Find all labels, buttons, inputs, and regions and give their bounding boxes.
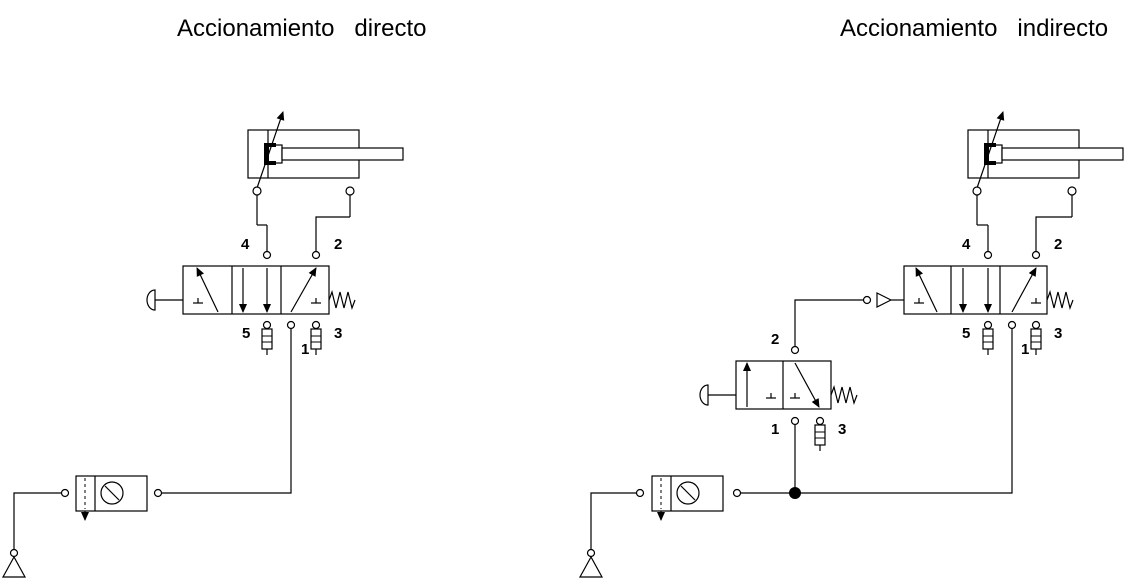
silencer-icon <box>310 328 322 355</box>
double-acting-cylinder-icon <box>967 111 1124 196</box>
pilot-port-label-2: 2 <box>771 331 779 348</box>
double-acting-cylinder-icon <box>247 111 404 196</box>
pressure-source-icon <box>578 548 604 578</box>
port-label-1: 1 <box>1021 341 1029 358</box>
pushbutton-icon <box>699 384 736 406</box>
silencer-icon <box>982 328 994 355</box>
port-label-2: 2 <box>1054 236 1062 253</box>
port-label-1: 1 <box>301 341 309 358</box>
frl-unit-icon <box>651 475 724 521</box>
port-label-2: 2 <box>334 236 342 253</box>
frl-unit-icon <box>75 475 148 521</box>
port-label-3: 3 <box>334 325 342 342</box>
spring-icon <box>830 384 858 406</box>
pilot-signal-icon <box>876 292 904 308</box>
direct-circuit: 4 2 5 1 3 <box>1 111 404 578</box>
title-direct: Accionamiento directo <box>177 15 426 42</box>
5-2-valve-icon <box>903 265 1048 315</box>
indirect-circuit: 4 2 5 1 3 <box>578 111 1124 578</box>
5-2-valve-icon <box>182 265 330 315</box>
port-label-5: 5 <box>242 325 250 342</box>
silencer-icon <box>1030 328 1042 355</box>
port-label-4: 4 <box>962 236 971 253</box>
spring-icon <box>328 289 356 311</box>
spring-icon <box>1046 289 1074 311</box>
3-2-valve-icon <box>735 360 832 410</box>
port-label-5: 5 <box>962 325 970 342</box>
pushbutton-icon <box>146 289 183 311</box>
pressure-source-icon <box>1 548 27 578</box>
pilot-port-label-1: 1 <box>771 421 779 438</box>
port-label-3: 3 <box>1054 325 1062 342</box>
silencer-icon <box>261 328 273 355</box>
pilot-port-label-3: 3 <box>838 421 846 438</box>
silencer-icon <box>814 424 826 451</box>
junction-dot-icon <box>789 487 801 499</box>
port-label-4: 4 <box>241 236 250 253</box>
title-indirect: Accionamiento indirecto <box>840 15 1108 42</box>
